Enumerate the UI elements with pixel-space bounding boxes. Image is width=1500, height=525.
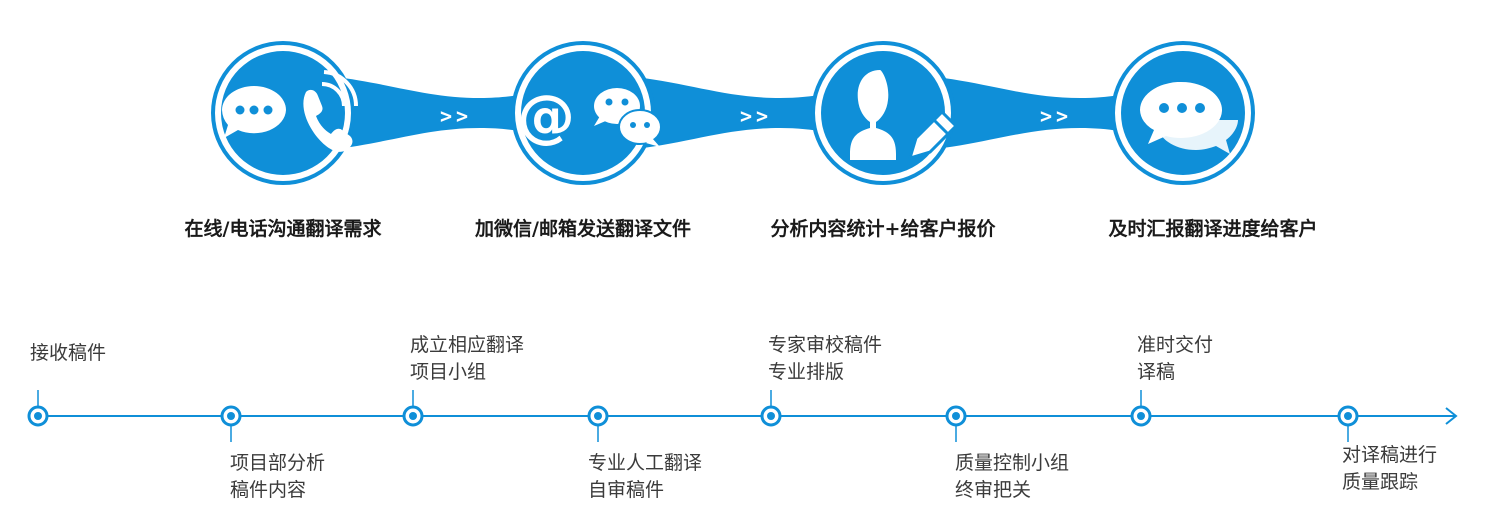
step-4-label: 及时汇报翻译进度给客户 (1108, 218, 1318, 240)
step-1-circle (211, 41, 359, 185)
timeline-label-3: 成立相应翻译 项目小组 (410, 334, 525, 383)
connector-arrow-2: >> (740, 104, 772, 128)
step-3-label: 分析内容统计+给客户报价 (770, 218, 996, 240)
timeline-arrow-head (1445, 407, 1458, 425)
timeline-label-7: 准时交付 译稿 (1137, 334, 1214, 383)
step-3-circle (811, 41, 959, 185)
timeline-node-dot (1344, 412, 1352, 420)
connector-arrow-3: >> (1040, 104, 1072, 128)
timeline-label-2: 项目部分析 稿件内容 (230, 452, 326, 501)
timeline-label-6: 质量控制小组 终审把关 (955, 452, 1070, 501)
step-1-label: 在线/电话沟通翻译需求 (184, 218, 382, 240)
connector-arrow-1: >> (440, 104, 472, 128)
timeline-node-dot (227, 412, 235, 420)
timeline-label-1: 接收稿件 (30, 342, 107, 364)
user-edit-icon (850, 70, 959, 161)
timeline-node-dot (594, 412, 602, 420)
chat-bubble-icon (1139, 81, 1238, 154)
step-2-circle: @ (511, 41, 662, 185)
timeline-label-8: 对译稿进行 质量跟踪 (1342, 444, 1438, 493)
timeline-node-dot (34, 412, 42, 420)
step-4-circle (1111, 41, 1255, 185)
timeline-node-dot (409, 412, 417, 420)
timeline-node-dot (952, 412, 960, 420)
timeline-label-5: 专家审校稿件 专业排版 (768, 334, 883, 383)
timeline-node-dot (767, 412, 775, 420)
email-wechat-icon: @ (517, 82, 662, 150)
step-2-label: 加微信/邮箱发送翻译文件 (475, 218, 691, 240)
timeline-label-4: 专业人工翻译 自审稿件 (588, 452, 703, 501)
svg-text:@: @ (517, 82, 575, 150)
process-flow: >> >> >> @ (211, 41, 1255, 185)
timeline-node-dot (1137, 412, 1145, 420)
chat-phone-icon (222, 70, 359, 152)
